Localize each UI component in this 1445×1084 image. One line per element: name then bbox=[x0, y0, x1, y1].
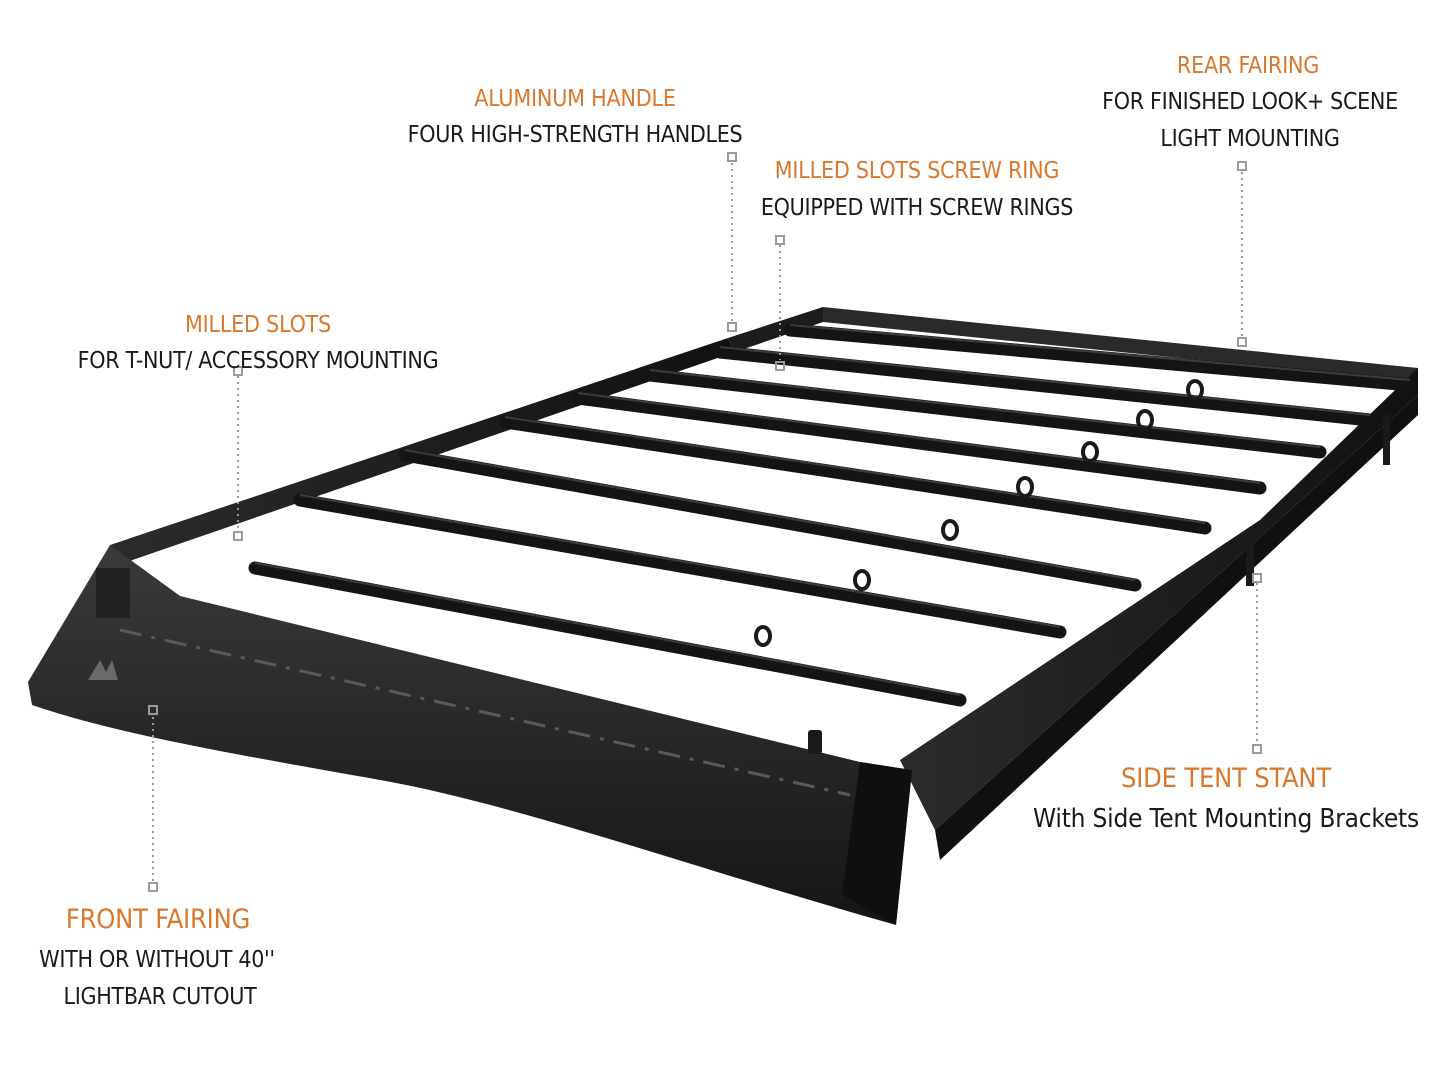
callout-desc-front-fairing-line2: LIGHTBAR CUTOUT bbox=[63, 984, 257, 1010]
callout-desc-rear-fairing-line1: FOR FINISHED LOOK+ SCENE bbox=[1102, 89, 1398, 115]
leader-aluminum-handle bbox=[727, 152, 737, 332]
callout-desc-rear-fairing-line2: LIGHT MOUNTING bbox=[1160, 126, 1340, 152]
rack-frame bbox=[28, 307, 1418, 925]
callout-desc-aluminum-handle: FOUR HIGH-STRENGTH HANDLES bbox=[407, 122, 743, 148]
callout-desc-front-fairing-line1: WITH OR WITHOUT 40'' bbox=[39, 947, 275, 973]
crossbars bbox=[248, 323, 1417, 707]
callout-title-milled-slots: MILLED SLOTS bbox=[184, 312, 332, 338]
callout-title-rear-fairing: REAR FAIRING bbox=[1176, 53, 1320, 79]
leader-screw-ring bbox=[775, 235, 785, 371]
right-side-rail bbox=[900, 368, 1418, 830]
side-tent-bracket bbox=[1246, 530, 1254, 586]
callout-title-aluminum-handle: ALUMINUM HANDLE bbox=[474, 86, 676, 112]
leader-front-fairing bbox=[148, 705, 158, 892]
callout-title-screw-ring: MILLED SLOTS SCREW RING bbox=[774, 158, 1060, 184]
leader-rear-fairing bbox=[1237, 161, 1247, 347]
rear-fairing-panel bbox=[823, 307, 1418, 382]
callout-title-front-fairing: FRONT FAIRING bbox=[65, 904, 251, 935]
screw-rings bbox=[754, 379, 1204, 647]
callout-desc-side-tent: With Side Tent Mounting Brackets bbox=[1033, 804, 1419, 834]
front-fairing-panel bbox=[28, 545, 912, 925]
leader-milled-slots bbox=[233, 366, 243, 541]
callout-title-side-tent: SIDE TENT STANT bbox=[1120, 763, 1332, 794]
brand-logo-mark bbox=[88, 660, 118, 680]
leader-side-tent bbox=[1252, 573, 1262, 754]
callout-desc-screw-ring: EQUIPPED WITH SCREW RINGS bbox=[760, 195, 1074, 221]
callout-desc-milled-slots: FOR T-NUT/ ACCESSORY MOUNTING bbox=[77, 348, 439, 374]
